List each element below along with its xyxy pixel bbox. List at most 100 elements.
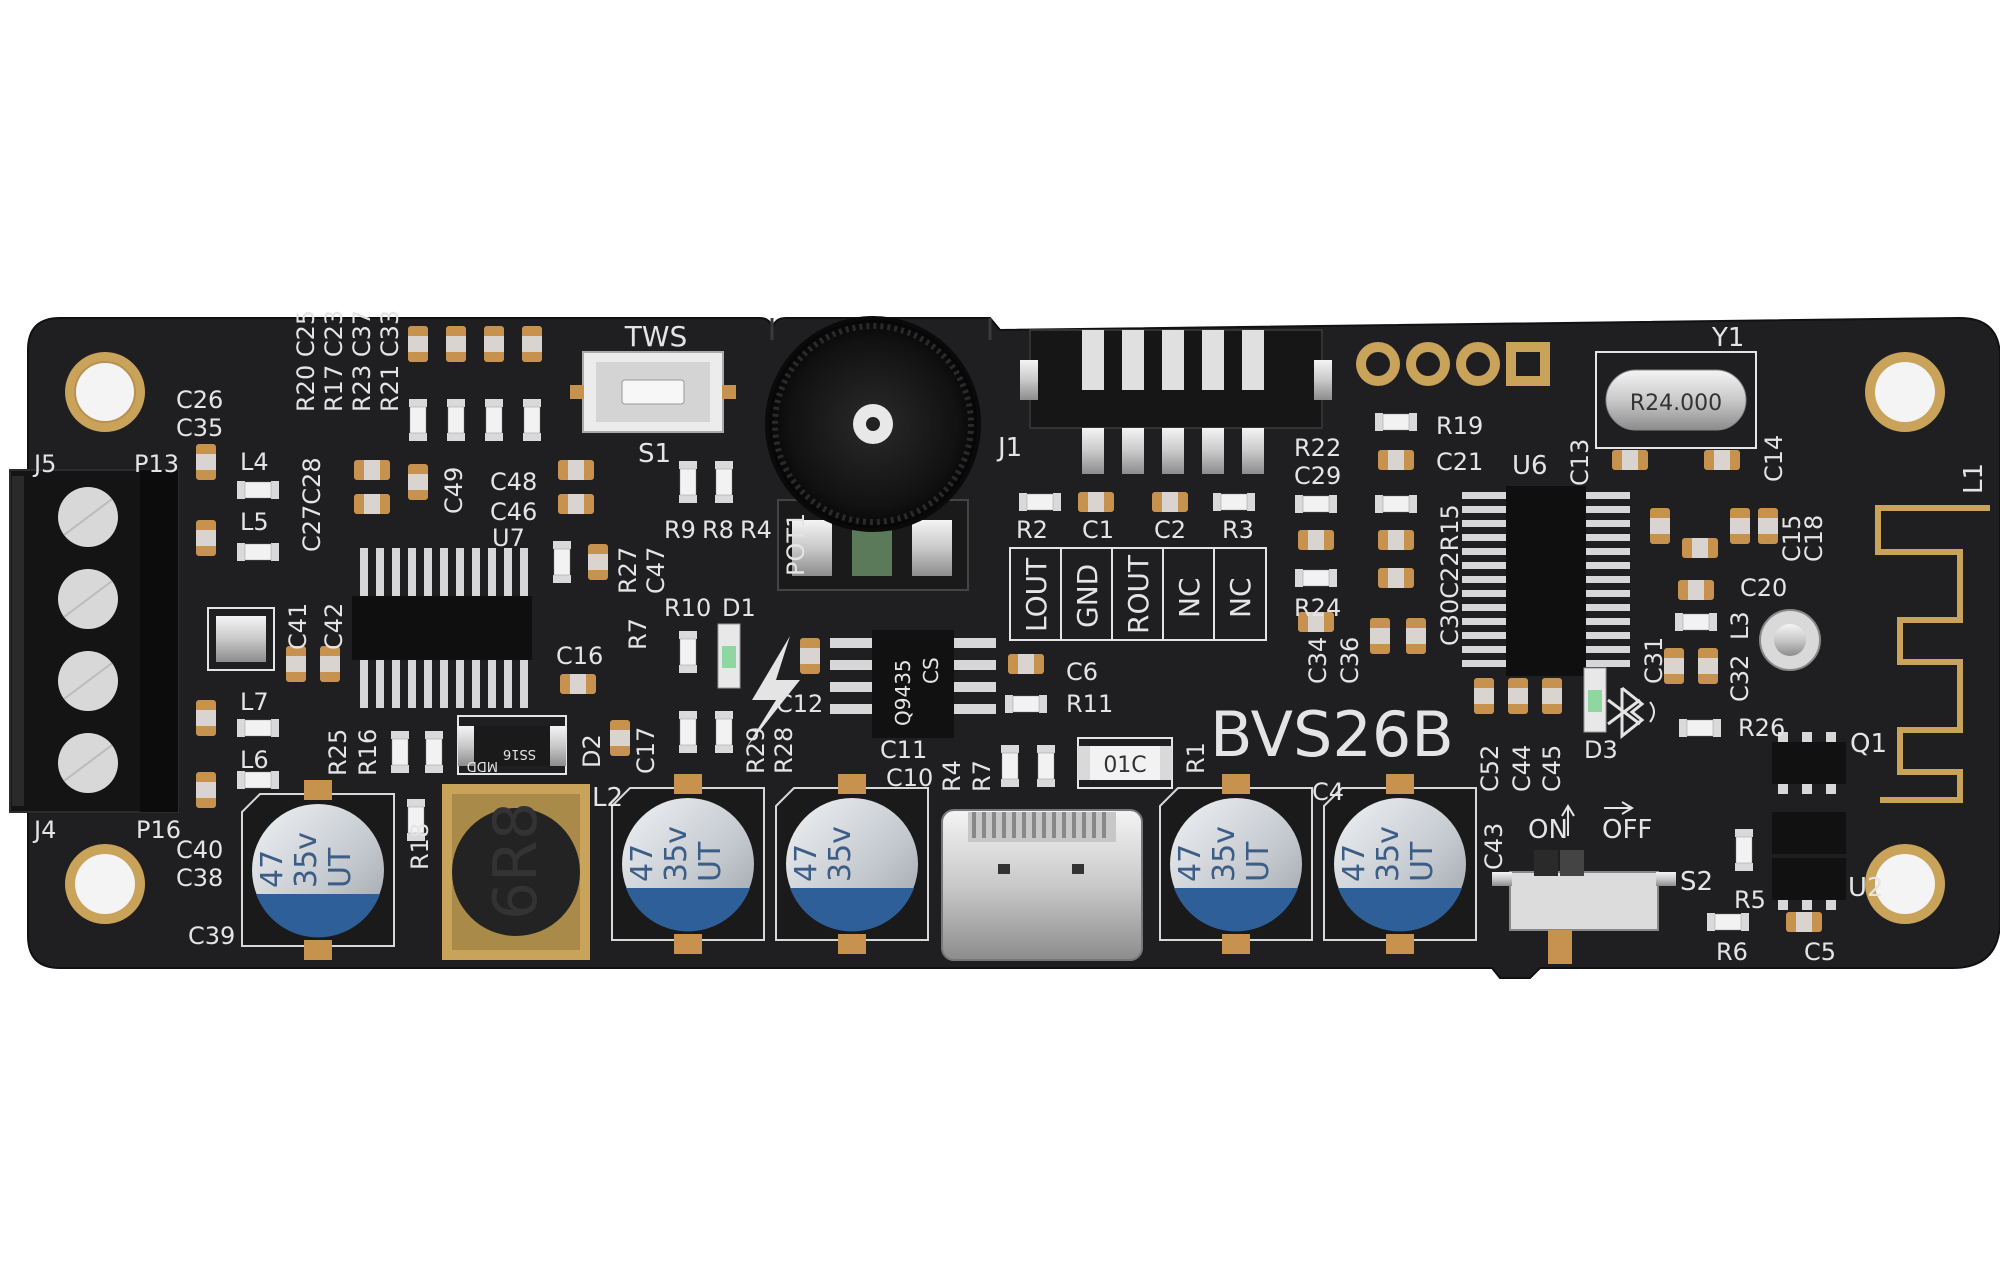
label-l1: L1 [1959, 463, 1989, 494]
label-c30c22r15: C30C22R15 [1436, 504, 1464, 646]
label-c40: C40 [176, 836, 223, 864]
label-u2: U2 [1848, 873, 1884, 903]
label-u6: U6 [1512, 451, 1548, 481]
sense-resistor: 01C [1077, 737, 1173, 789]
pin-label-rout: ROUT [1122, 554, 1155, 634]
label-c42: C42 [320, 603, 348, 650]
board-name: BVS26B [1210, 698, 1454, 771]
lightning-icon [746, 636, 800, 748]
led-d3 [1583, 667, 1607, 733]
label-c17: C17 [632, 727, 660, 774]
label-r26: R26 [1738, 714, 1785, 742]
tactile-button-icon [570, 351, 736, 433]
diode-marking: SS16 [503, 746, 536, 761]
test-point [1759, 609, 1821, 671]
capacitor-marking: UT [1241, 841, 1276, 882]
label-r7b: R7 [624, 618, 652, 650]
label-c48: C48 [490, 468, 537, 496]
label-s2: S2 [1680, 867, 1713, 897]
label-c12: C12 [776, 690, 823, 718]
mosfet-suffix: CS [919, 657, 943, 684]
label-c21: C21 [1436, 448, 1483, 476]
label-c18: C18 [1800, 515, 1828, 562]
pin-label-gnd: GND [1071, 564, 1104, 628]
label-c14: C14 [1760, 435, 1788, 482]
label-c32: C32 [1726, 655, 1754, 702]
label-r16: R16 [354, 729, 382, 776]
label-d3: D3 [1584, 736, 1618, 764]
label-c10: C10 [886, 764, 933, 792]
crystal-marking: R24.000 [1630, 391, 1722, 416]
label-col-3: R23 C37 [348, 310, 376, 412]
label-c15: C15 [1778, 515, 1806, 562]
switch-off-mark: OFF [1602, 815, 1652, 845]
potentiometer-icon [765, 316, 981, 591]
label-l7: L7 [240, 688, 269, 716]
pin-label-nc: NC [1173, 578, 1206, 619]
label-y1: Y1 [1711, 323, 1744, 353]
diode-ss16: MDD SS16 [457, 715, 567, 775]
label-c52: C52 [1476, 745, 1504, 792]
label-col-4: R21 C33 [376, 310, 404, 412]
capacitor-marking: 35v [1371, 826, 1406, 882]
label-r6: R6 [1716, 938, 1748, 966]
power-inductor-l2: 6R8 [442, 784, 590, 960]
label-c47: C47 [642, 547, 670, 594]
mounting-hole-icon [65, 844, 145, 924]
capacitor-marking: 47 [1173, 844, 1208, 882]
label-l5: L5 [240, 508, 269, 536]
label-r29: R29 [742, 727, 770, 774]
mounting-hole-icon [65, 352, 145, 432]
label-pot1: POT1 [782, 513, 810, 576]
label-u7: U7 [492, 524, 525, 552]
label-r25: R25 [324, 729, 352, 776]
label-r7: R7 [968, 760, 996, 792]
label-c44: C44 [1508, 745, 1536, 792]
label-r5: R5 [1734, 886, 1766, 914]
label-p16: P16 [136, 816, 181, 844]
label-s1: S1 [638, 439, 671, 469]
label-c6: C6 [1066, 658, 1098, 686]
bluetooth-chip-u6 [1462, 486, 1630, 676]
terminal-block-icon [9, 469, 179, 813]
label-c35: C35 [176, 414, 223, 442]
capacitor-marking: UT [693, 841, 728, 882]
label-l4: L4 [240, 448, 269, 476]
label-c4: C4 [1312, 778, 1344, 806]
label-j4: J4 [32, 816, 56, 844]
label-c36: C36 [1336, 637, 1364, 684]
label-c29: C29 [1294, 462, 1341, 490]
label-r4: R4 [938, 760, 966, 792]
amplifier-chip-u7 [352, 548, 532, 708]
label-c5: C5 [1804, 938, 1836, 966]
usb-c-port-icon [941, 809, 1143, 961]
label-c45: C45 [1538, 745, 1566, 792]
slide-switch-icon: ON OFF [1492, 801, 1676, 964]
capacitor-marking: 35v [289, 832, 324, 888]
label-c31: C31 [1640, 637, 1668, 684]
led-d1 [717, 623, 741, 689]
label-c20: C20 [1740, 574, 1787, 602]
label-r4b: R4 [740, 516, 772, 544]
label-col-5: C27C28 [298, 457, 326, 552]
label-q1: Q1 [1850, 729, 1887, 759]
label-c11: C11 [880, 736, 927, 764]
chip-q1-u2 [1772, 732, 1846, 910]
label-c43: C43 [1480, 823, 1508, 870]
label-j5: J5 [32, 450, 56, 478]
label-r3: R3 [1222, 516, 1254, 544]
label-c49: C49 [440, 467, 468, 514]
silkscreen-labels: BVS26B TWS S1 Y1 J1 J5 J4 P13 P16 U6 U7 … [32, 310, 1989, 966]
label-r19: R19 [1436, 412, 1483, 440]
label-c41: C41 [284, 603, 312, 650]
bluetooth-icon [1607, 686, 1655, 740]
capacitor-marking: 47 [789, 844, 824, 882]
label-r11: R11 [1066, 690, 1113, 718]
label-c46: C46 [490, 498, 537, 526]
